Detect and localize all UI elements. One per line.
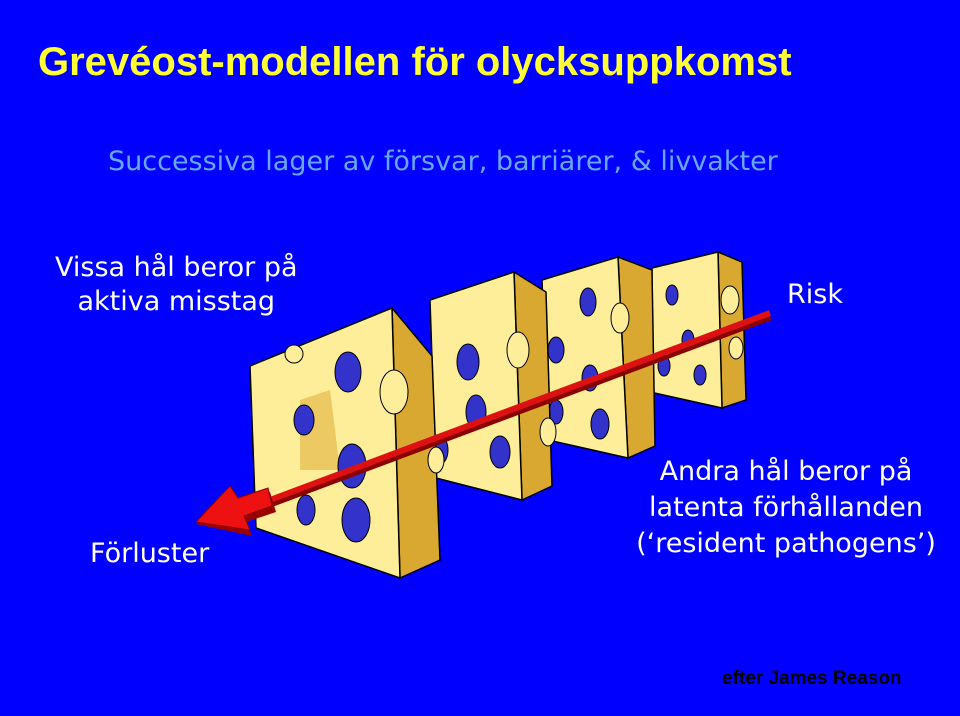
risk-label: Risk: [787, 279, 843, 310]
latent-conditions-line-1: Andra hål beror på: [659, 456, 913, 487]
active-errors-label: Vissa hål beror på aktiva misstag: [55, 251, 298, 319]
slide-title: Grevéost-modellen för olycksuppkomst: [38, 40, 792, 84]
risk-arrow: [194, 310, 772, 536]
active-errors-line-1: Vissa hål beror på: [55, 252, 298, 283]
cheese-slice-3: [541, 255, 656, 460]
latent-conditions-line-2: latenta förhållanden: [649, 492, 923, 523]
losses-label: Förluster: [90, 538, 210, 569]
active-errors-line-2: aktiva misstag: [77, 286, 276, 317]
slide-subtitle: Successiva lager av försvar, barriärer, …: [108, 146, 778, 177]
source-credit: efter James Reason: [722, 668, 902, 689]
cheese-slice-2: [429, 270, 557, 502]
latent-conditions-label: Andra hål beror på latenta förhållanden …: [626, 454, 946, 562]
latent-conditions-line-3: (‘resident pathogens’): [636, 528, 936, 559]
